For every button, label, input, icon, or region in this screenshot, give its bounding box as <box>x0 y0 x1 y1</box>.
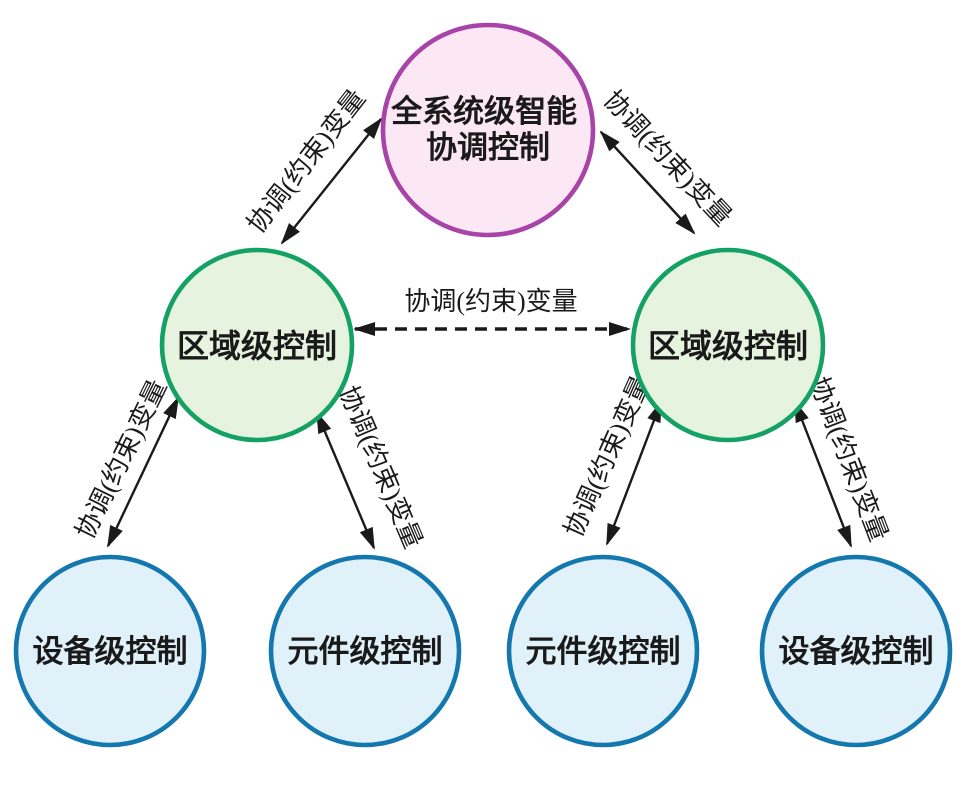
node-device-left-label: 设备级控制 <box>33 634 188 669</box>
node-device-right-label: 设备级控制 <box>779 634 934 669</box>
node-system-level-circle <box>380 22 596 238</box>
node-component-left-label: 元件级控制 <box>288 634 443 669</box>
edge-label-system-region-left: 协调(约束)变量 <box>242 84 372 238</box>
node-device-right: 设备级控制 <box>759 554 953 748</box>
edge-system-region-right <box>599 130 696 235</box>
node-region-right: 区域级控制 <box>630 247 826 443</box>
edge-label-system-region-right: 协调(约束)变量 <box>598 85 737 232</box>
node-system-level: 全系统级智能 协调控制 <box>380 22 596 238</box>
edge-region-left-component-left <box>315 411 376 550</box>
node-region-left: 区域级控制 <box>159 247 355 443</box>
node-region-right-circle <box>630 247 826 443</box>
edge-system-region-left <box>280 117 383 245</box>
node-component-left-circle <box>268 554 462 748</box>
node-component-left: 元件级控制 <box>268 554 462 748</box>
node-system-level-label: 全系统级智能 协调控制 <box>390 94 585 165</box>
node-component-right: 元件级控制 <box>506 554 700 748</box>
node-region-left-label: 区域级控制 <box>177 328 337 364</box>
node-device-left-circle <box>13 554 207 748</box>
edge-label-region-region: 协调(约束)变量 <box>404 287 577 316</box>
node-device-right-circle <box>759 554 953 748</box>
node-region-left-circle <box>159 247 355 443</box>
node-component-right-label: 元件级控制 <box>526 634 681 669</box>
node-component-right-circle <box>506 554 700 748</box>
edge-region-right-component-right <box>605 400 663 546</box>
edge-region-right-device-right <box>793 400 853 548</box>
node-device-left: 设备级控制 <box>13 554 207 748</box>
edge-label-region-left-component-left: 协调(约束)变量 <box>333 382 427 553</box>
nodes: 全系统级智能 协调控制 区域级控制 区域级控制 设备级控制 元件级控制 <box>13 22 953 748</box>
edge-region-left-device-left <box>106 396 180 548</box>
edges <box>106 117 853 550</box>
node-region-right-label: 区域级控制 <box>648 328 808 364</box>
